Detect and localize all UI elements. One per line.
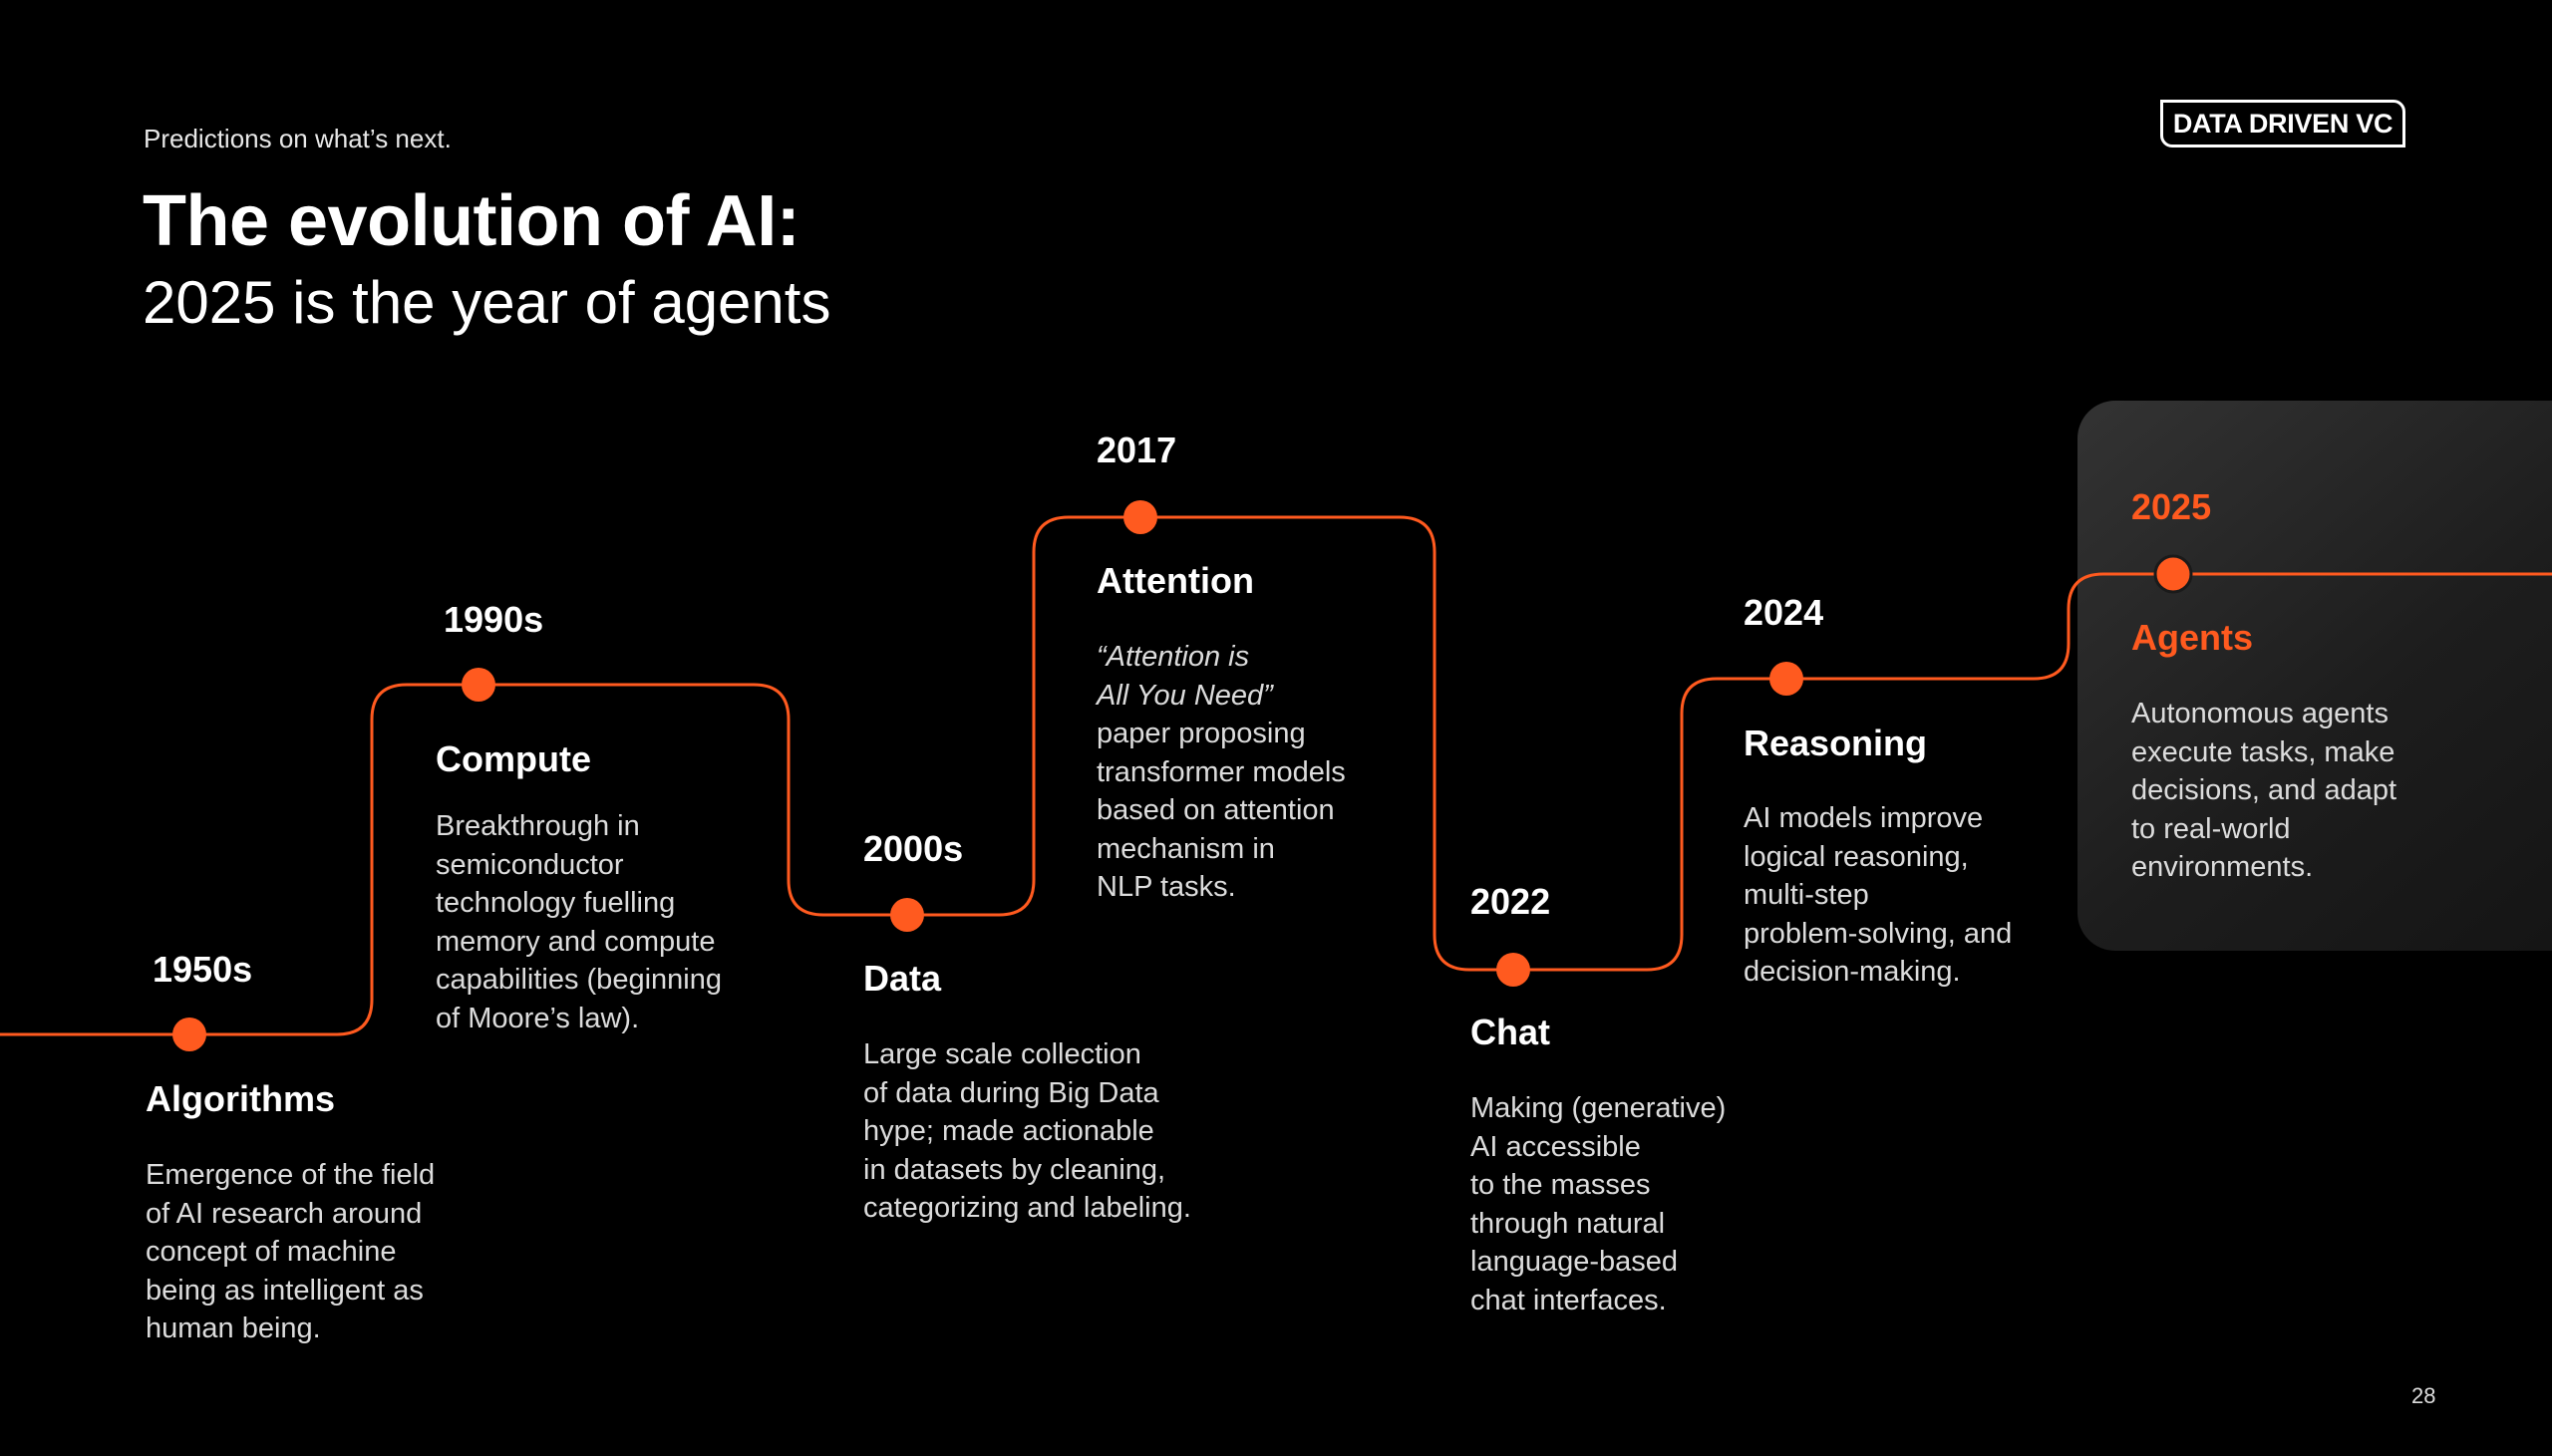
milestone-title-chat: Chat — [1470, 1012, 1550, 1052]
milestone-dot-2025 — [2153, 554, 2193, 594]
milestone-title-agents: Agents — [2131, 617, 2254, 658]
milestone-quote-attention: “Attention is All You Need” — [1097, 641, 1273, 712]
milestone-dot-2017 — [1123, 500, 1157, 534]
milestone-desc-agents: Autonomous agents execute tasks, make de… — [2131, 698, 2397, 883]
milestone-year-2000s: 2000s — [863, 828, 964, 869]
page-title: The evolution of AI: — [143, 181, 800, 261]
milestone-year-1950s: 1950s — [153, 949, 253, 990]
milestone-desc-data: Large scale collection of data during Bi… — [863, 1038, 1191, 1224]
milestone-year-2025: 2025 — [2131, 486, 2212, 527]
milestone-desc-compute: Breakthrough in semiconductor technology… — [436, 810, 722, 1034]
milestone-year-2017: 2017 — [1097, 430, 1177, 470]
milestone-title-compute: Compute — [436, 738, 591, 779]
milestone-year-2024: 2024 — [1744, 592, 1824, 633]
milestone-desc-chat: Making (generative) AI accessible to the… — [1470, 1092, 1727, 1316]
milestone-dot-2022 — [1496, 953, 1530, 987]
milestone-title-reasoning: Reasoning — [1744, 723, 1928, 763]
milestone-desc-algorithms: Emergence of the field of AI research ar… — [146, 1159, 436, 1344]
milestone-dot-2000s — [890, 898, 924, 932]
milestone-title-attention: Attention — [1097, 560, 1254, 601]
milestone-title-algorithms: Algorithms — [146, 1078, 336, 1119]
milestone-year-1990s: 1990s — [444, 599, 544, 640]
milestone-dot-1990s — [462, 668, 495, 702]
milestone-year-2022: 2022 — [1470, 881, 1551, 922]
page-number: 28 — [2411, 1383, 2436, 1408]
milestone-dot-1950s — [172, 1018, 206, 1051]
brand-logo: DATA DRIVEN VC — [2160, 100, 2405, 147]
milestone-desc-reasoning: AI models improve logical reasoning, mul… — [1744, 802, 2013, 988]
milestone-dot-2024 — [1769, 662, 1803, 696]
page-subtitle: 2025 is the year of agents — [143, 269, 831, 336]
eyebrow-text: Predictions on what’s next. — [144, 124, 452, 153]
milestone-title-data: Data — [863, 958, 942, 999]
milestone-desc-attention: paper proposing transformer models based… — [1097, 718, 1346, 903]
highlight-card-2025 — [2077, 401, 2552, 951]
